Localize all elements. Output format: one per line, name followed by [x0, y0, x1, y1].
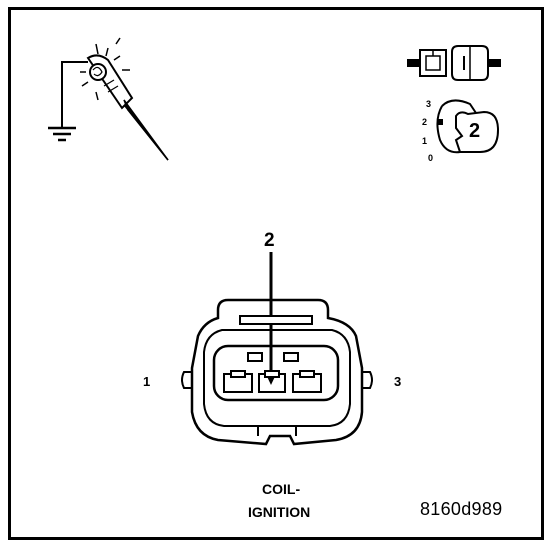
terminal-pin-2 [258, 370, 286, 393]
disconnected-connector-icon [407, 45, 501, 81]
connector-name-line1: COIL- [262, 481, 301, 497]
ignition-position-3: 3 [426, 99, 432, 109]
figure-id: 8160d989 [420, 499, 503, 519]
pin-label-right: 3 [394, 374, 402, 389]
connector-name-line2: IGNITION [248, 504, 311, 520]
ignition-switch-icon [436, 99, 500, 154]
pin-label-left: 1 [143, 374, 151, 389]
terminal-pin-1 [223, 370, 253, 393]
callout-number: 2 [264, 230, 275, 251]
test-light-probe-icon [48, 37, 169, 161]
ignition-position-1: 1 [422, 136, 428, 146]
ignition-position-2: 2 [422, 117, 428, 127]
ignition-key-position: 2 [469, 120, 481, 142]
ignition-position-0: 0 [428, 153, 434, 163]
terminal-pin-3 [292, 370, 322, 393]
connector-face [181, 298, 373, 446]
